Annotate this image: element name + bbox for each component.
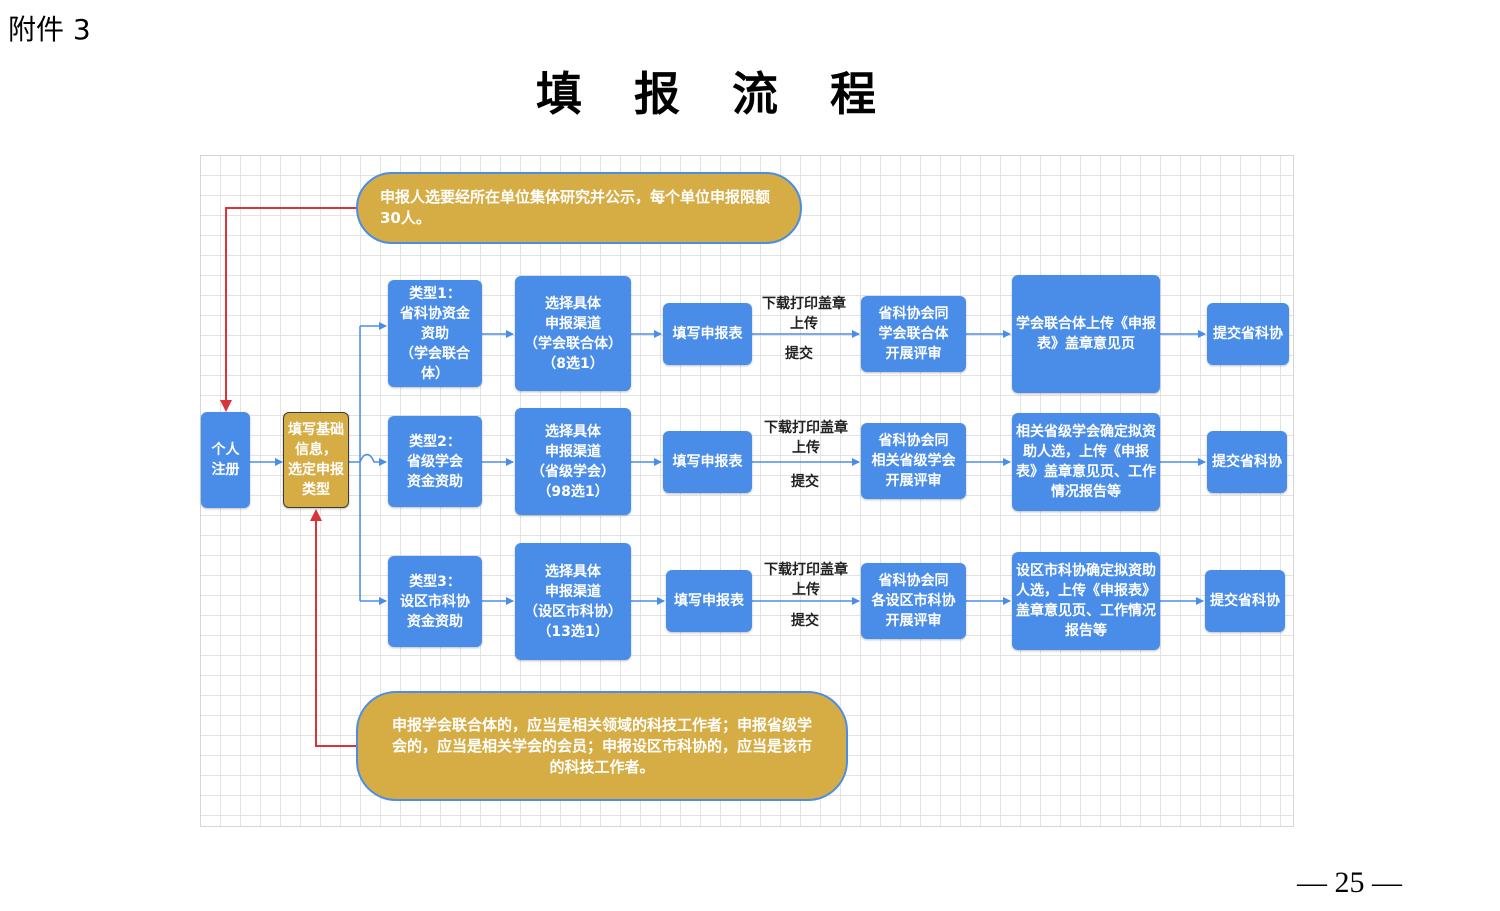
download-label-3: 下载打印盖章 上传 xyxy=(764,562,848,598)
type-2-label: 类型2： 省级学会 资金资助 xyxy=(407,433,463,490)
bottom-note-text: 申报学会联合体的，应当是相关领域的科技工作者；申报省级学会的，应当是相关学会的会… xyxy=(391,715,812,776)
fill-form-2-label: 填写申报表 xyxy=(672,454,743,470)
final-1-node: 提交省科协 xyxy=(1207,303,1289,365)
final-3-label: 提交省科协 xyxy=(1210,593,1280,609)
type-1-label: 类型1： 省科协资金 资助 （学会联合 体） xyxy=(400,285,470,382)
review-2-label: 省科协会同 相关省级学会 开展评审 xyxy=(871,433,956,489)
upload-1-node: 学会联合体上传《申报 表》盖章意见页 xyxy=(1012,275,1160,393)
review-3-node: 省科协会同 各设区市科协 开展评审 xyxy=(861,563,966,639)
type-3-node: 类型3： 设区市科协 资金资助 xyxy=(388,556,482,647)
type-3-label: 类型3： 设区市科协 资金资助 xyxy=(400,573,470,630)
annex-label: 附件 3 xyxy=(8,13,91,46)
submit-label-1: 提交 xyxy=(785,346,813,362)
final-3-node: 提交省科协 xyxy=(1205,570,1285,632)
channel-1-label: 选择具体 申报渠道 （学会联合体） （8选1） xyxy=(524,295,622,372)
register-label: 个人 注册 xyxy=(211,442,240,478)
channel-3-label: 选择具体 申报渠道 （设区市科协） （13选1） xyxy=(524,563,622,640)
submit-label-3: 提交 xyxy=(791,613,819,629)
upload-2-node: 相关省级学会确定拟资 助人选，上传《申报 表》盖章意见页、工作 情况报告等 xyxy=(1012,413,1160,511)
download-label-2: 下载打印盖章 上传 xyxy=(764,420,848,456)
basic-info-label: 填写基础 信息， 选定申报 类型 xyxy=(288,422,344,498)
fill-form-1-label: 填写申报表 xyxy=(672,326,743,342)
review-1-node: 省科协会同 学会联合体 开展评审 xyxy=(861,296,966,372)
register-node: 个人 注册 xyxy=(201,412,250,508)
type-2-node: 类型2： 省级学会 资金资助 xyxy=(388,416,482,507)
submit-label-2: 提交 xyxy=(791,474,819,490)
channel-2-node: 选择具体 申报渠道 （省级学会） （98选1） xyxy=(515,408,631,515)
top-note-text: 申报人选要经所在单位集体研究并公示，每个单位申报限额30人。 xyxy=(380,188,771,227)
final-2-label: 提交省科协 xyxy=(1212,454,1282,470)
upload-3-label: 设区市科协确定拟资助 人选，上传《申报表》 盖章意见页、工作情况 报告等 xyxy=(1016,563,1156,639)
page-title: 填 报 流 程 xyxy=(535,67,895,121)
type-1-node: 类型1： 省科协资金 资助 （学会联合 体） xyxy=(388,280,482,387)
fill-form-2-node: 填写申报表 xyxy=(663,431,752,493)
final-1-label: 提交省科协 xyxy=(1213,326,1283,342)
upload-3-node: 设区市科协确定拟资助 人选，上传《申报表》 盖章意见页、工作情况 报告等 xyxy=(1012,552,1160,650)
upload-1-label: 学会联合体上传《申报 表》盖章意见页 xyxy=(1016,316,1156,352)
channel-1-node: 选择具体 申报渠道 （学会联合体） （8选1） xyxy=(515,276,631,391)
review-2-node: 省科协会同 相关省级学会 开展评审 xyxy=(861,423,966,499)
fill-form-3-label: 填写申报表 xyxy=(674,593,744,609)
fill-form-3-node: 填写申报表 xyxy=(666,570,752,632)
top-note: 申报人选要经所在单位集体研究并公示，每个单位申报限额30人。 xyxy=(356,172,802,244)
bottom-note: 申报学会联合体的，应当是相关领域的科技工作者；申报省级学会的，应当是相关学会的会… xyxy=(356,691,848,801)
fill-form-1-node: 填写申报表 xyxy=(663,303,752,365)
channel-2-label: 选择具体 申报渠道 （省级学会） （98选1） xyxy=(531,423,615,500)
channel-3-node: 选择具体 申报渠道 （设区市科协） （13选1） xyxy=(515,543,631,660)
basic-info-node: 填写基础 信息， 选定申报 类型 xyxy=(283,412,349,508)
review-3-label: 省科协会同 各设区市科协 开展评审 xyxy=(871,573,956,629)
upload-2-label: 相关省级学会确定拟资 助人选，上传《申报 表》盖章意见页、工作 情况报告等 xyxy=(1016,424,1156,500)
final-2-node: 提交省科协 xyxy=(1207,431,1287,493)
download-label-1: 下载打印盖章 上传 xyxy=(762,296,846,332)
review-1-label: 省科协会同 学会联合体 开展评审 xyxy=(878,306,949,362)
page-number: — 25 — xyxy=(1297,866,1402,899)
